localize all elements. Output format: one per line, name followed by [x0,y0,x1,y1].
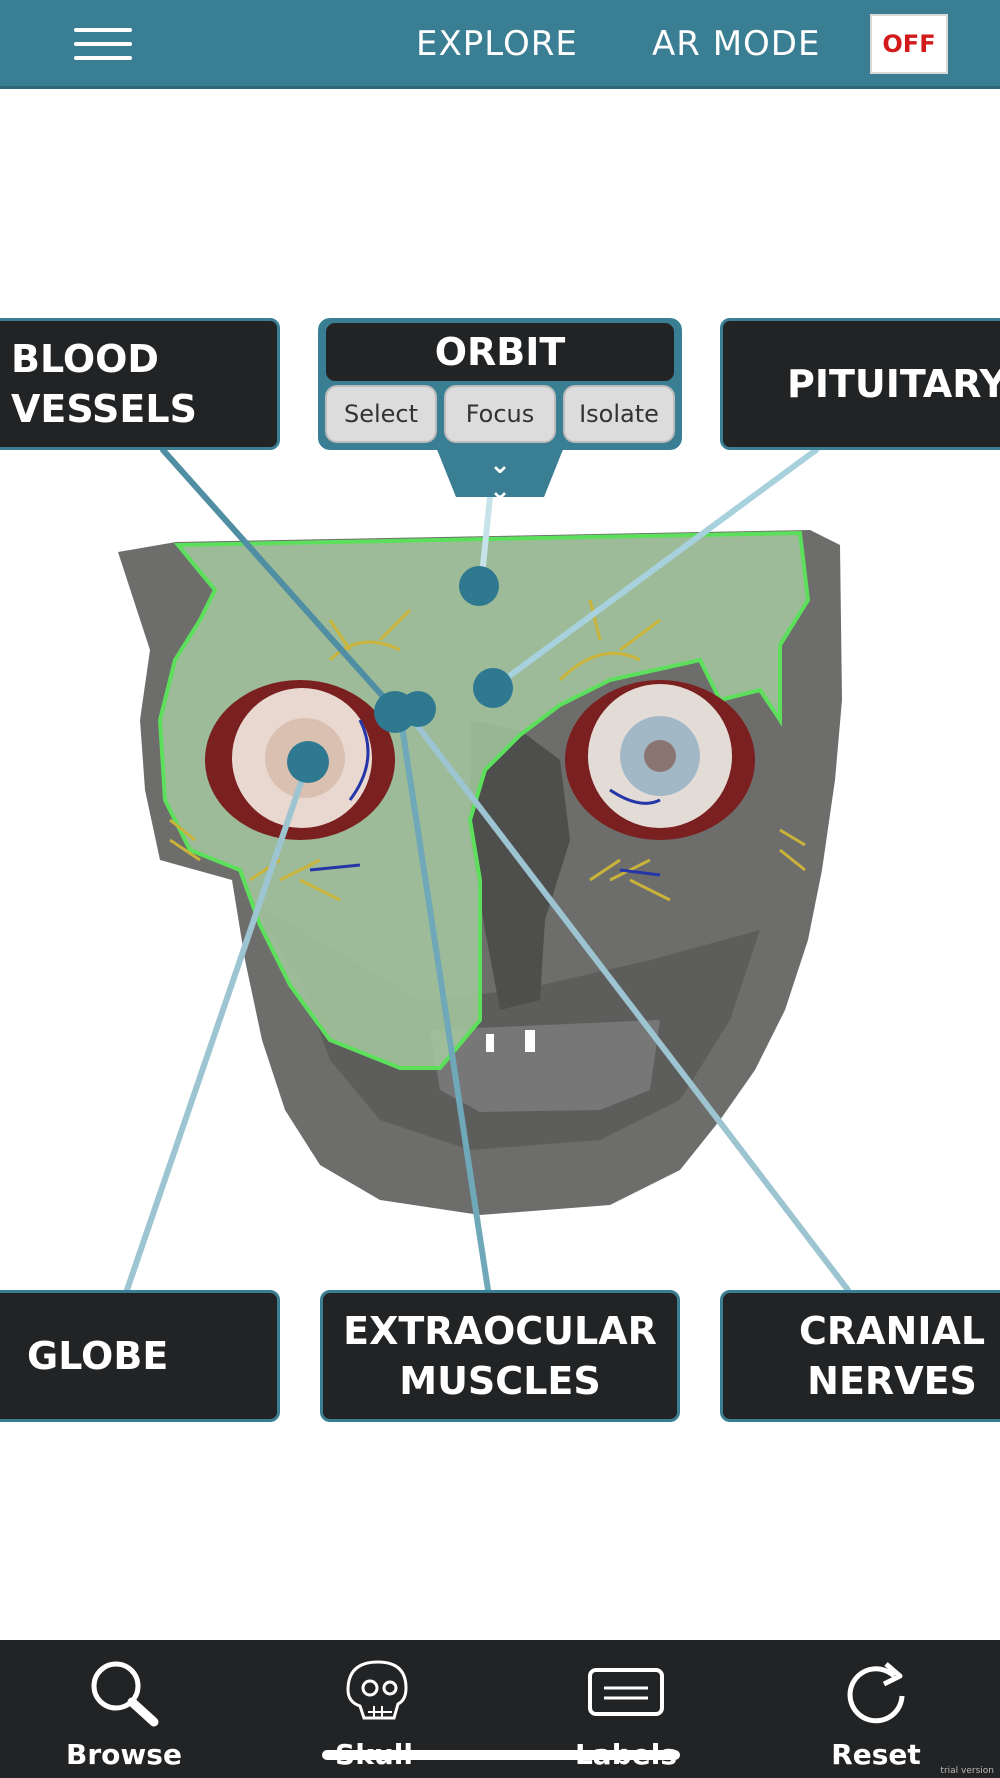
label-icon [588,1668,664,1716]
isolate-button[interactable]: Isolate [563,385,675,443]
label-globe[interactable]: GLOBE [0,1290,280,1422]
select-button[interactable]: Select [325,385,437,443]
focus-button[interactable]: Focus [444,385,556,443]
orbit-title: ORBIT [326,323,674,381]
label-cranial-nerves[interactable]: CRANIAL NERVES [720,1290,1000,1422]
orbit-expand-tab[interactable]: ⌄⌄ [436,447,564,503]
magnifier-icon [91,1661,159,1727]
ar-mode-toggle[interactable]: OFF [870,14,948,74]
hamburger-menu-icon[interactable] [74,26,134,62]
label-extraocular-muscles-text: EXTRAOCULAR MUSCLES [343,1309,657,1403]
right-eyeball [588,684,732,828]
label-extraocular-muscles[interactable]: EXTRAOCULAR MUSCLES [320,1290,680,1422]
reset-label: Reset [831,1738,921,1771]
hotspot-globe [287,741,329,783]
disabled-strike-line [322,1750,680,1760]
reset-icon [847,1662,905,1724]
label-globe-text: GLOBE [27,1334,169,1378]
browse-button[interactable]: Browse [24,1640,224,1778]
label-blood-vessels[interactable]: BLOOD VESSELS [0,318,280,450]
ar-mode-label: AR MODE [652,24,821,64]
hotspot-pituitary [473,668,513,708]
label-pituitary[interactable]: PITUITARY [720,318,1000,450]
skull-shape [118,530,842,1215]
explore-tab[interactable]: EXPLORE [416,24,578,64]
label-cranial-nerves-text: CRANIAL NERVES [799,1309,986,1403]
hotspot-blood-vessels [374,691,416,733]
skull-icon [346,1660,408,1720]
reset-button[interactable]: Reset [776,1640,976,1778]
label-pituitary-text: PITUITARY [787,362,1000,406]
double-chevron-down-icon: ⌄⌄ [489,449,511,505]
orbit-popup: ORBIT Select Focus Isolate [318,318,682,450]
browse-label: Browse [66,1738,182,1771]
label-blood-vessels-text: BLOOD VESSELS [11,337,197,431]
orbit-highlight [157,530,811,1070]
top-bar: EXPLORE AR MODE OFF [0,0,1000,89]
watermark-text: trial version [940,1766,994,1776]
hotspot-orbit [459,566,499,606]
